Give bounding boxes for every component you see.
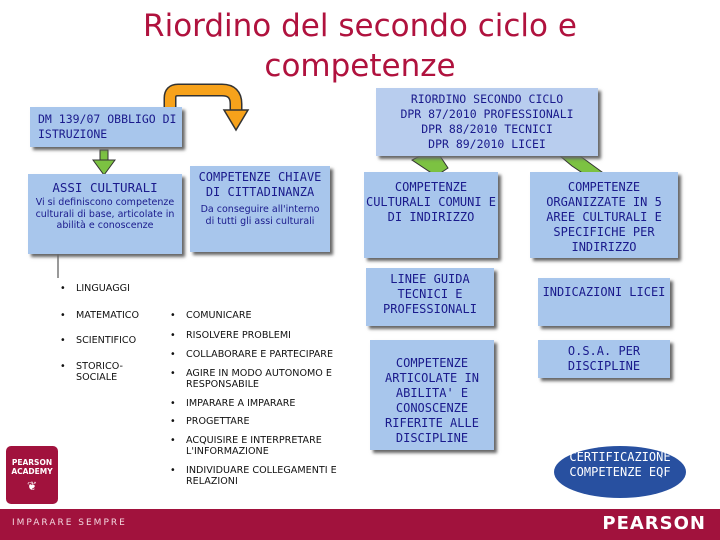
bullet-icon: • (170, 310, 176, 321)
list-item: •AGIRE IN MODO AUTONOMO E RESPONSABILE (170, 367, 332, 391)
green-arrow-dm-assi (92, 149, 116, 176)
footer-bar: IMPARARE SEMPRE PEARSON (0, 509, 720, 540)
bullet-icon: • (170, 434, 176, 446)
page-title: Riordino del secondo ciclo e competenze (143, 8, 577, 84)
competenze-chiave-box: COMPETENZE CHIAVE DI CITTADINANZA Da con… (190, 166, 330, 252)
osa-box: O.S.A. PER DISCIPLINE (538, 340, 670, 378)
chiave-list: •COMUNICARE •RISOLVERE PROBLEMI •COLLABO… (164, 290, 354, 495)
bullet-icon: • (170, 329, 176, 341)
assi-list: •LINGUAGGI •MATEMATICO •SCIENTIFICO •STO… (54, 278, 170, 384)
competenze-comuni-box: COMPETENZE CULTURALI COMUNI E DI INDIRIZ… (364, 172, 498, 258)
list-item: •COMUNICARE (170, 310, 252, 321)
competenze-organizzate-box: COMPETENZE ORGANIZZATE IN 5 AREE CULTURA… (530, 172, 678, 258)
list-item: •STORICO-SOCIALE (60, 360, 123, 384)
list-item: •IMPARARE A IMPARARE (170, 397, 296, 409)
list-item: •LINGUAGGI (60, 283, 130, 294)
pearson-academy-logo: PEARSON ACADEMY ❦ (6, 446, 58, 504)
bullet-icon: • (60, 360, 66, 372)
pearson-logo: PEARSON (602, 513, 706, 534)
laurel-icon: ❦ (26, 479, 38, 493)
assi-description: Vi si definiscono competenze culturali d… (35, 197, 175, 231)
bullet-icon: • (170, 397, 176, 409)
bullet-icon: • (170, 464, 176, 476)
riordino-line: DPR 89/2010 LICEI (428, 137, 546, 151)
assi-culturali-box: ASSI CULTURALI Vi si definiscono compete… (28, 174, 182, 254)
bullet-icon: • (170, 367, 176, 379)
dm-box: DM 139/07 OBBLIGO DI ISTRUZIONE (30, 107, 182, 147)
list-item: •COLLABORARE E PARTECIPARE (170, 349, 334, 360)
riordino-line: DPR 88/2010 TECNICI (421, 122, 553, 136)
riordino-line: DPR 87/2010 PROFESSIONALI (400, 107, 574, 121)
list-item: •MATEMATICO (60, 309, 140, 321)
competenze-articolate-box: COMPETENZE ARTICOLATE IN ABILITA' E CONO… (370, 340, 494, 450)
list-item: •PROGETTARE (170, 416, 250, 427)
list-item: •RISOLVERE PROBLEMI (170, 329, 291, 341)
bullet-icon: • (60, 283, 66, 294)
riordino-box: RIORDINO SECONDO CICLO DPR 87/2010 PROFE… (376, 88, 598, 156)
list-item: •ACQUISIRE E INTERPRETARE L'INFORMAZIONE (170, 434, 322, 458)
riordino-line: RIORDINO SECONDO CICLO (410, 92, 564, 106)
certificazione-box: CERTIFICAZIONE COMPETENZE EQF (554, 446, 686, 498)
indicazioni-licei-box: INDICAZIONI LICEI (538, 278, 670, 326)
list-item: •SCIENTIFICO (60, 335, 137, 346)
assi-heading: ASSI CULTURALI (52, 180, 158, 195)
footer-tagline: IMPARARE SEMPRE (12, 518, 127, 528)
list-item: •INDIVIDUARE COLLEGAMENTI E RELAZIONI (170, 464, 337, 488)
bullet-icon: • (60, 309, 66, 321)
bullet-icon: • (170, 416, 176, 427)
linee-guida-box: LINEE GUIDA TECNICI E PROFESSIONALI (366, 268, 494, 326)
chiave-heading: COMPETENZE CHIAVE DI CITTADINANZA (198, 170, 322, 199)
bullet-icon: • (60, 335, 66, 346)
chiave-description: Da conseguire all'interno di tutti gli a… (200, 204, 320, 227)
bullet-icon: • (170, 349, 176, 360)
